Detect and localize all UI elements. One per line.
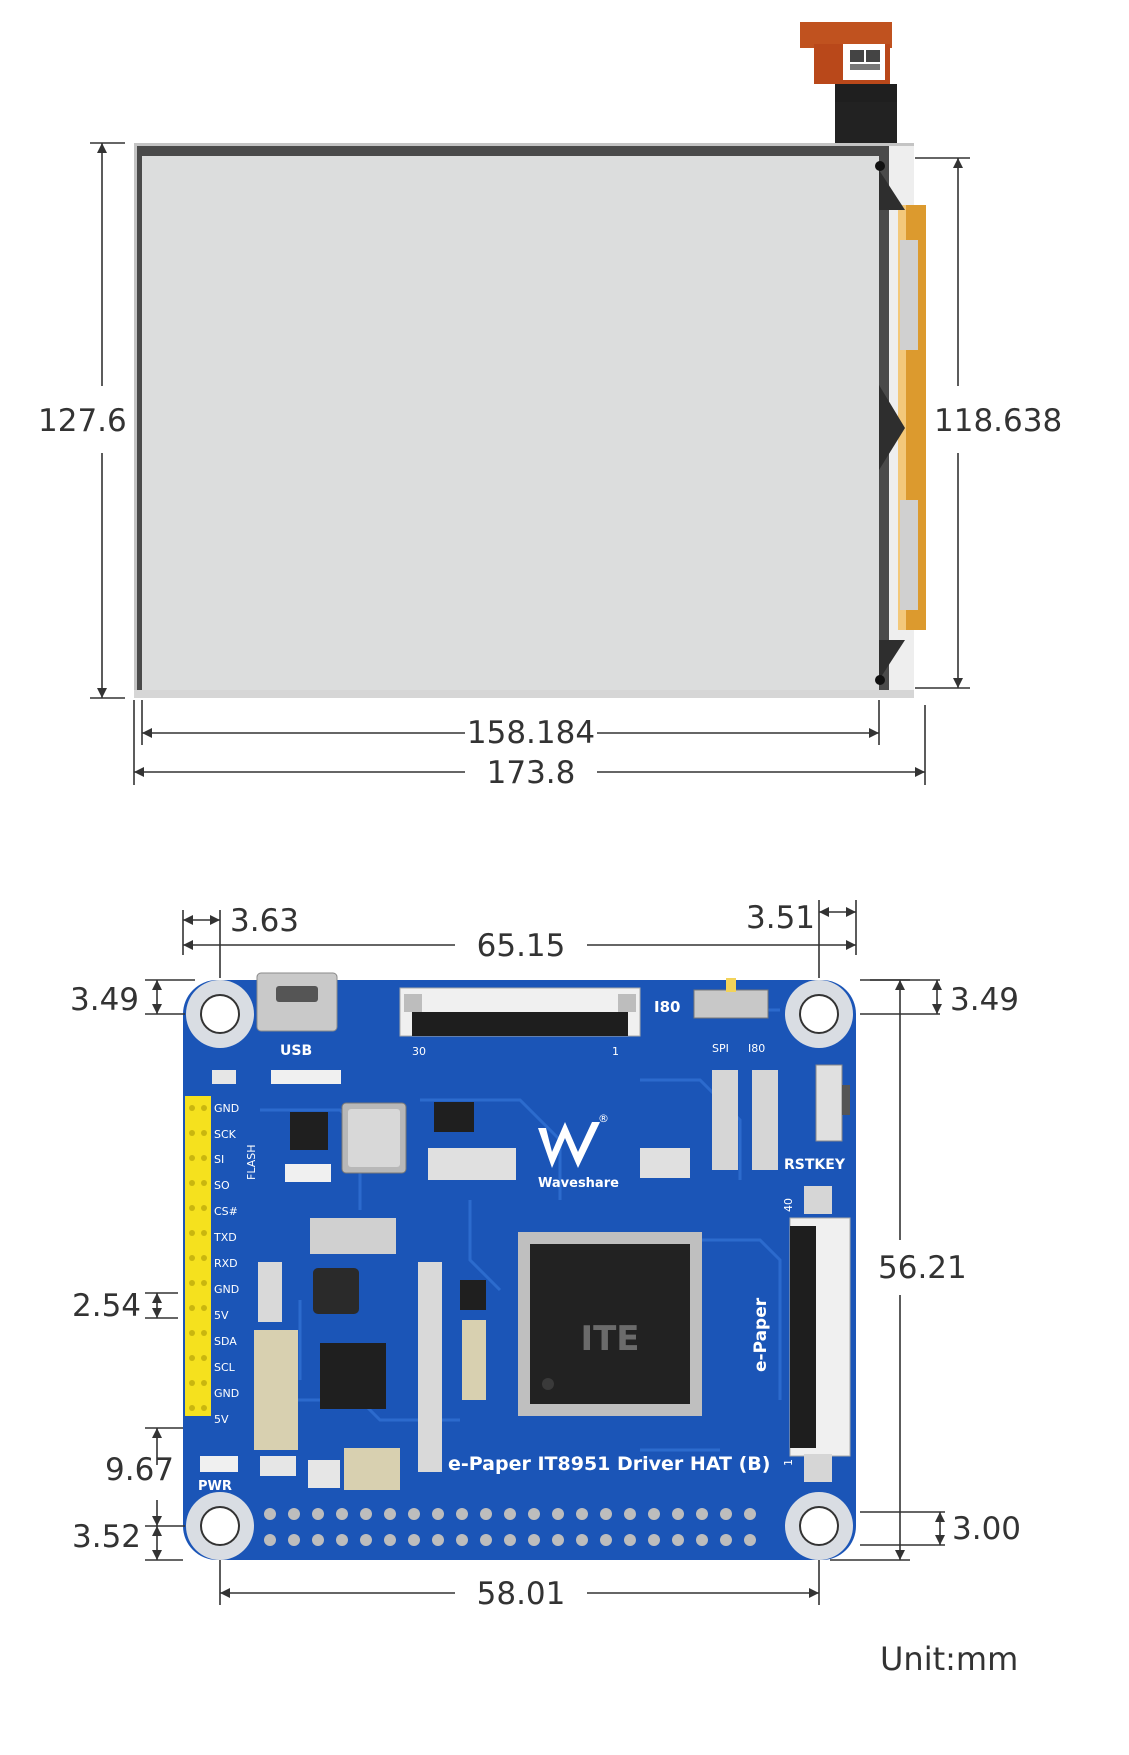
unit-label: Unit:mm [880,1640,1019,1678]
dim-hole-offset-bottom-left: 3.52 [72,1519,141,1555]
usb-label: USB [280,1043,312,1059]
mounting-holes [186,980,853,1560]
fpc-connector-right: 40 1 e-Paper [751,1186,851,1482]
display-dimensions [90,142,970,785]
pin-labels: GND SCK SI SO CS# TXD RXD GND 5V SDA SCL… [213,1102,239,1426]
flash-label: FLASH [245,1145,258,1181]
reset-key: RSTKEY [784,1064,850,1173]
fpc-top-pin-30: 30 [412,1045,426,1058]
fpc-connector-top: 30 1 [399,987,641,1058]
dim-hole-spacing-vertical: 56.21 [878,1250,967,1286]
pin-label: 5V [214,1413,229,1426]
dim-hole-offset-right: 3.51 [746,900,815,936]
registered-mark: ® [598,1112,609,1125]
pin-label: CS# [214,1205,238,1218]
waveshare-logo-icon [538,1122,600,1168]
pin-label: SCK [214,1128,237,1141]
pin-label: GND [214,1102,239,1115]
board-name-label: e-Paper IT8951 Driver HAT (B) [448,1453,770,1475]
interface-switch: SPI I80 [693,978,769,1055]
dim-hole-offset-left: 3.63 [230,903,299,939]
epaper-display [134,22,926,698]
dim-hole-spacing-top: 65.15 [477,928,566,964]
pin-label: GND [214,1387,239,1400]
components [200,1070,778,1490]
display-active-area [142,156,879,690]
fpc-right-pin-1: 1 [782,1459,795,1466]
dim-hole-offset-top-left: 3.49 [70,982,139,1018]
usb-connector: USB [256,972,338,1059]
switch-spi-label: SPI [712,1042,729,1055]
fpc-top-pin-1: 1 [612,1045,619,1058]
fpc-right-pin-40: 40 [782,1198,795,1212]
dim-pin-pitch: 2.54 [72,1288,141,1324]
flex-cable [800,22,897,148]
dim-header-offset: 9.67 [105,1452,174,1488]
pin-label: SCL [214,1361,236,1374]
display-dimension-labels: 127.6 118.638 158.184 173.8 [38,403,1062,791]
dim-display-width-outer: 173.8 [487,755,576,791]
dim-hole-offset-bottom-right: 3.00 [952,1511,1021,1547]
pin-label: SDA [214,1335,237,1348]
i80-label: I80 [654,998,680,1016]
dim-hole-offset-top-right: 3.49 [950,982,1019,1018]
board-dimensions [145,900,945,1605]
pin-label: 5V [214,1309,229,1322]
pin-label: SO [214,1179,230,1192]
pin-label: SI [214,1153,224,1166]
chip-brand-label: ITE [580,1319,639,1359]
epaper-label: e-Paper [751,1297,771,1372]
brand-label: Waveshare [538,1176,619,1191]
waveshare-logo: ® Waveshare [538,1112,619,1191]
pin-header: GND SCK SI SO CS# TXD RXD GND 5V SDA SCL… [185,1096,258,1426]
dim-display-height-outer: 127.6 [38,403,127,439]
it8951-chip: ITE [518,1232,702,1416]
dim-display-height-active: 118.638 [934,403,1062,439]
pin-label: TXD [213,1231,237,1244]
pin-label: GND [214,1283,239,1296]
pwr-label: PWR [198,1479,232,1494]
driver-hat-board: USB 30 1 I80 SPI I80 RSTKEY [183,972,856,1560]
switch-i80-label: I80 [748,1042,765,1055]
rstkey-label: RSTKEY [784,1157,846,1173]
dim-display-width-active: 158.184 [467,715,595,751]
gpio-header-pads [264,1508,756,1546]
board-dimension-labels: 3.63 3.51 65.15 3.49 3.49 2.54 56.21 9.6… [70,900,1021,1612]
pin-label: RXD [214,1257,238,1270]
dim-hole-spacing-bottom: 58.01 [477,1576,566,1612]
